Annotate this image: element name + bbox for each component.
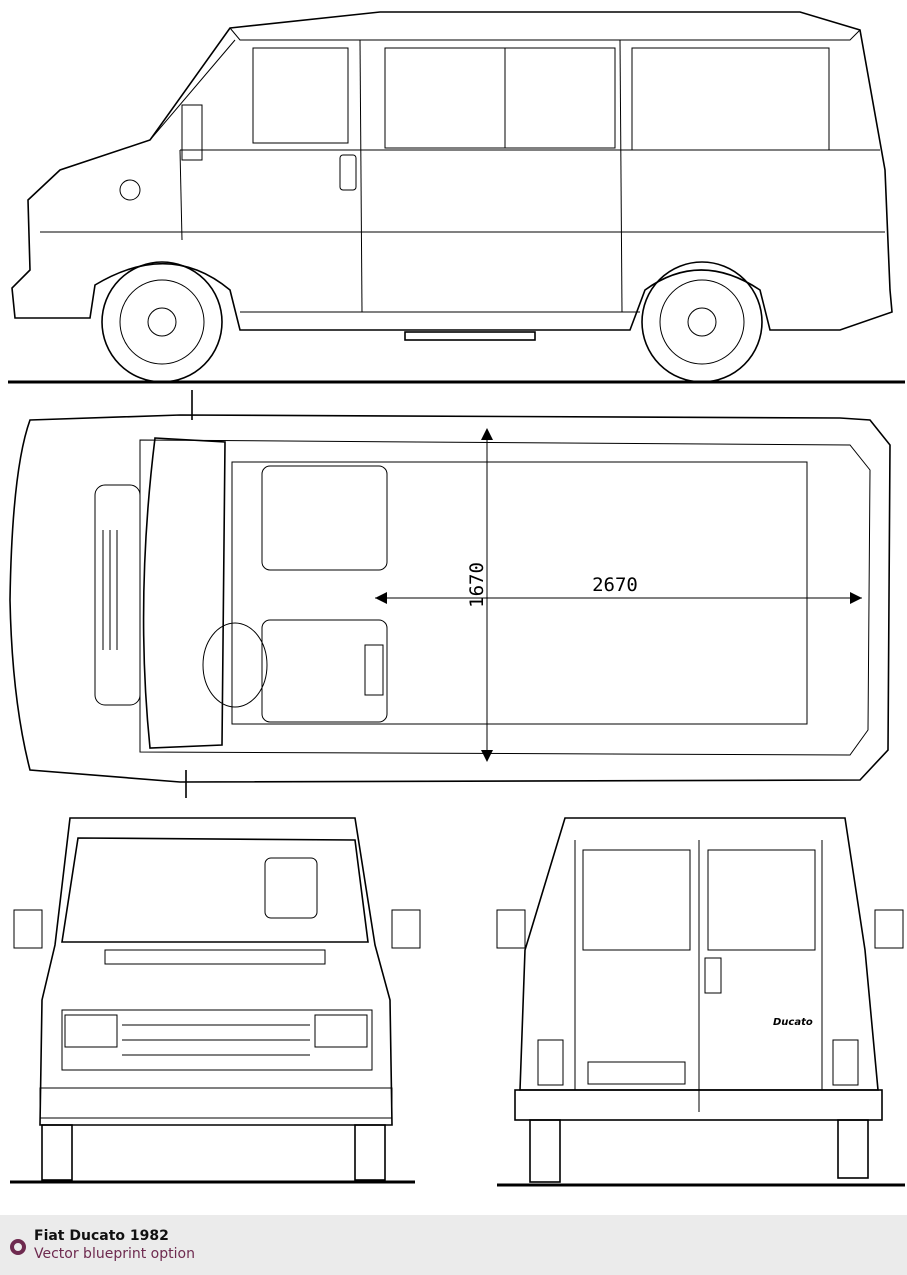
door-handle-icon (339, 154, 357, 191)
blueprint-drawing: 1670 2670 Ducato (8, 11, 905, 1187)
rear-wheel (641, 261, 763, 383)
caption-title: Fiat Ducato 1982 (34, 1228, 169, 1244)
license-plate (587, 1061, 686, 1085)
width-dimension-label: 1670 (466, 562, 488, 608)
front-wheel (101, 261, 223, 383)
width-dimension: 1670 (466, 428, 493, 762)
fuel-cap-icon (119, 179, 141, 201)
front-view (10, 817, 421, 1184)
ducato-badge: Ducato (773, 1017, 813, 1028)
door-handle-icon (704, 957, 722, 994)
rear-view: Ducato (496, 817, 905, 1187)
side-view (8, 11, 905, 384)
circle-bullet-icon (10, 1239, 26, 1255)
wheelbase-dimension: 2670 (375, 574, 862, 606)
caption-bar: Fiat Ducato 1982 Vector blueprint option (0, 1215, 907, 1275)
top-view: 1670 2670 (9, 390, 891, 798)
caption-subtitle[interactable]: Vector blueprint option (34, 1246, 195, 1262)
side-mirror (181, 104, 203, 161)
wheelbase-dimension-label: 2670 (592, 574, 638, 596)
